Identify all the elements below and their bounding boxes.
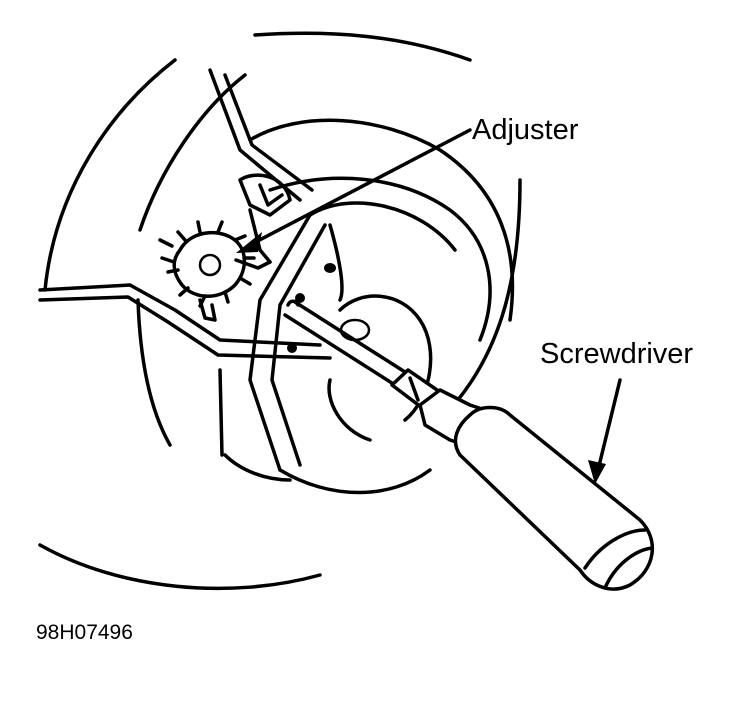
adjuster-label: Adjuster xyxy=(472,114,579,146)
adjuster-leader xyxy=(236,128,472,253)
brake-drum xyxy=(223,118,515,495)
figure-number: 98H07496 xyxy=(36,621,133,644)
brake-shoe xyxy=(38,68,332,457)
screwdriver-leader xyxy=(588,378,622,484)
screwdriver-label: Screwdriver xyxy=(540,338,694,370)
adjuster-wheel xyxy=(158,173,292,322)
screwdriver-tool xyxy=(283,299,655,591)
